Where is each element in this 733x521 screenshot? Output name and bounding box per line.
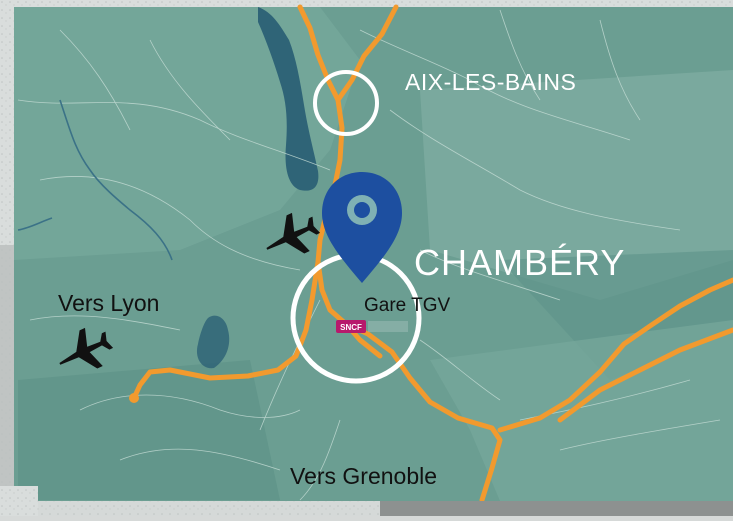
city-label-chambery: CHAMBÉRY [414,242,625,283]
bottom-strip [38,501,733,516]
sncf-logo-icon: SNCF [336,320,408,333]
lake-bourget [258,7,319,191]
airplane-icon [266,212,321,254]
direction-label-grenoble: Vers Grenoble [290,463,437,489]
route-endpoint-west [129,393,139,403]
direction-label-lyon: Vers Lyon [58,290,159,316]
main-routes [131,4,733,503]
aix-les-bains-circle [313,70,379,136]
airplane-icon [59,327,114,369]
lake-aiguebelette [196,315,230,369]
city-label-aix-les-bains: AIX-LES-BAINS [405,69,576,95]
station-logo-text: SNCF [340,323,362,332]
location-pin-icon[interactable] [322,172,402,283]
station-label: Gare TGV [364,295,451,316]
rivers [17,99,173,261]
